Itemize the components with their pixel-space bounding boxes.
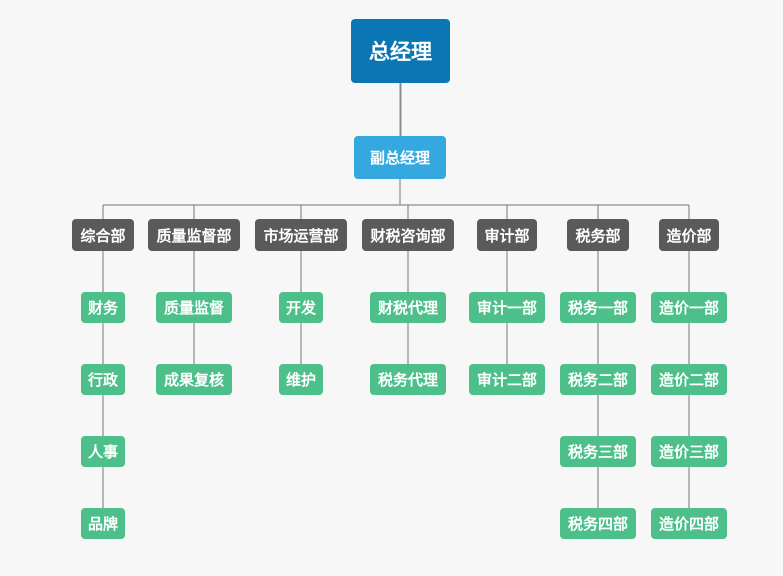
dept-node: 造价部 xyxy=(659,219,719,251)
dept-node: 综合部 xyxy=(72,219,134,251)
dept-child-node: 行政 xyxy=(81,364,125,395)
dept-child-node: 造价三部 xyxy=(651,436,727,467)
dept-child-node: 成果复核 xyxy=(156,364,232,395)
dept-child-node: 税务二部 xyxy=(560,364,636,395)
dept-child-node: 税务三部 xyxy=(560,436,636,467)
dept-node: 质量监督部 xyxy=(148,219,240,251)
dept-node: 财税咨询部 xyxy=(362,219,454,251)
dept-child-node: 质量监督 xyxy=(156,292,232,323)
dept-child-node: 造价一部 xyxy=(651,292,727,323)
dept-child-node: 人事 xyxy=(81,436,125,467)
node-deputy-general-manager: 副总经理 xyxy=(354,136,446,179)
dept-child-node: 税务一部 xyxy=(560,292,636,323)
dept-child-node: 开发 xyxy=(279,292,323,323)
dept-node: 审计部 xyxy=(477,219,537,251)
dept-child-node: 审计二部 xyxy=(469,364,545,395)
dept-child-node: 财税代理 xyxy=(370,292,446,323)
dept-child-node: 维护 xyxy=(279,364,323,395)
node-general-manager: 总经理 xyxy=(351,19,450,83)
dept-child-node: 造价四部 xyxy=(651,508,727,539)
dept-child-node: 税务四部 xyxy=(560,508,636,539)
dept-node: 市场运营部 xyxy=(255,219,347,251)
dept-child-node: 税务代理 xyxy=(370,364,446,395)
dept-child-node: 审计一部 xyxy=(469,292,545,323)
dept-child-node: 品牌 xyxy=(81,508,125,539)
dept-node: 税务部 xyxy=(567,219,629,251)
dept-child-node: 造价二部 xyxy=(651,364,727,395)
dept-child-node: 财务 xyxy=(81,292,125,323)
